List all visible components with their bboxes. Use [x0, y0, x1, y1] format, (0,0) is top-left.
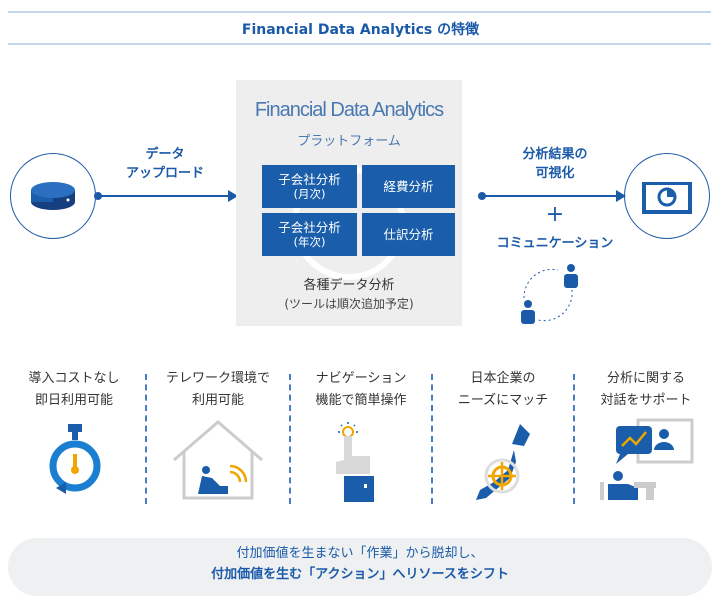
- upload-label-line2: アップロード: [125, 165, 204, 181]
- display-circle: [624, 153, 710, 239]
- plus-sign: +: [545, 202, 565, 227]
- tile-sublabel: (月次): [293, 187, 326, 202]
- communication-label: コミュニケーション: [496, 236, 614, 251]
- platform-caption: 各種データ分析: [303, 278, 395, 293]
- title-divider: [8, 43, 711, 45]
- visualize-label: 分析結果の 可視化: [500, 146, 610, 184]
- feature-subtitle: 機能で簡単操作: [315, 393, 407, 409]
- tile-sublabel: (年次): [293, 235, 326, 250]
- feature-japan: 日本企業の ニーズにマッチ: [433, 368, 573, 412]
- japan-map-target-icon: [476, 424, 530, 500]
- home-telework-icon: [173, 420, 263, 500]
- feature-subtitle: 対話をサポート: [600, 393, 692, 409]
- page-title: Financial Data Analytics の特徴: [241, 22, 480, 38]
- output-arrow: [482, 195, 618, 197]
- monitor-chart-icon: [642, 182, 692, 214]
- platform-subtitle: プラットフォーム: [297, 134, 401, 149]
- top-divider: [8, 11, 711, 13]
- visualize-label-line1: 分析結果の: [522, 147, 588, 162]
- summary-line1: 付加価値を生まない「作業」から脱却し、: [236, 546, 484, 561]
- database-circle: [10, 153, 96, 239]
- feature-telework: テレワーク環境で 利用可能: [148, 368, 288, 412]
- feature-title: 分析に関する: [606, 371, 685, 386]
- dashed-divider: [145, 374, 147, 504]
- summary-banner: 付加価値を生まない「作業」から脱却し、 付加価値を生む「アクション」へリソースを…: [8, 538, 712, 596]
- platform-name: Financial Data Analytics: [254, 99, 444, 121]
- feature-title: テレワーク環境で: [165, 371, 270, 386]
- arrow-head: [228, 190, 238, 202]
- feature-subtitle: 利用可能: [191, 393, 244, 409]
- upload-arrow: [98, 195, 230, 197]
- stopwatch-icon: [49, 424, 101, 494]
- visualize-label-line2: 可視化: [535, 165, 575, 181]
- tile-expense-analysis[interactable]: 経費分析: [362, 165, 455, 208]
- feature-dialogue: 分析に関する 対話をサポート: [576, 368, 716, 412]
- database-icon: [31, 182, 75, 210]
- tile-label: 経費分析: [383, 178, 434, 194]
- feature-subtitle: 即日利用可能: [34, 393, 113, 409]
- feature-subtitle: ニーズにマッチ: [457, 393, 549, 409]
- feature-title: ナビゲーション: [315, 371, 407, 386]
- communication-people-icon: [521, 264, 578, 324]
- tile-journal-analysis[interactable]: 仕訳分析: [362, 213, 455, 256]
- dashed-divider: [573, 374, 575, 504]
- upload-label: データ アップロード: [110, 146, 220, 184]
- upload-label-line1: データ: [145, 147, 185, 162]
- tile-subsidiary-yearly[interactable]: 子会社分析 (年次): [262, 213, 357, 256]
- feature-navigation: ナビゲーション 機能で簡単操作: [291, 368, 431, 412]
- feature-title: 日本企業の: [470, 371, 536, 386]
- tile-label: 仕訳分析: [383, 226, 434, 242]
- feature-no-cost: 導入コストなし 即日利用可能: [4, 368, 144, 412]
- summary-line2: 付加価値を生む「アクション」へリソースをシフト: [211, 566, 509, 582]
- dashed-divider: [289, 374, 291, 504]
- feature-title: 導入コストなし: [28, 371, 120, 386]
- pointing-hand-icon: [336, 422, 374, 502]
- tile-subsidiary-monthly[interactable]: 子会社分析 (月次): [262, 165, 357, 208]
- arrow-head: [616, 190, 626, 202]
- tile-label: 子会社分析: [278, 219, 341, 235]
- dashed-divider: [431, 374, 433, 504]
- platform-note: (ツールは順次追加予定): [284, 297, 414, 311]
- tile-label: 子会社分析: [278, 171, 341, 187]
- consultation-icon: [600, 418, 694, 500]
